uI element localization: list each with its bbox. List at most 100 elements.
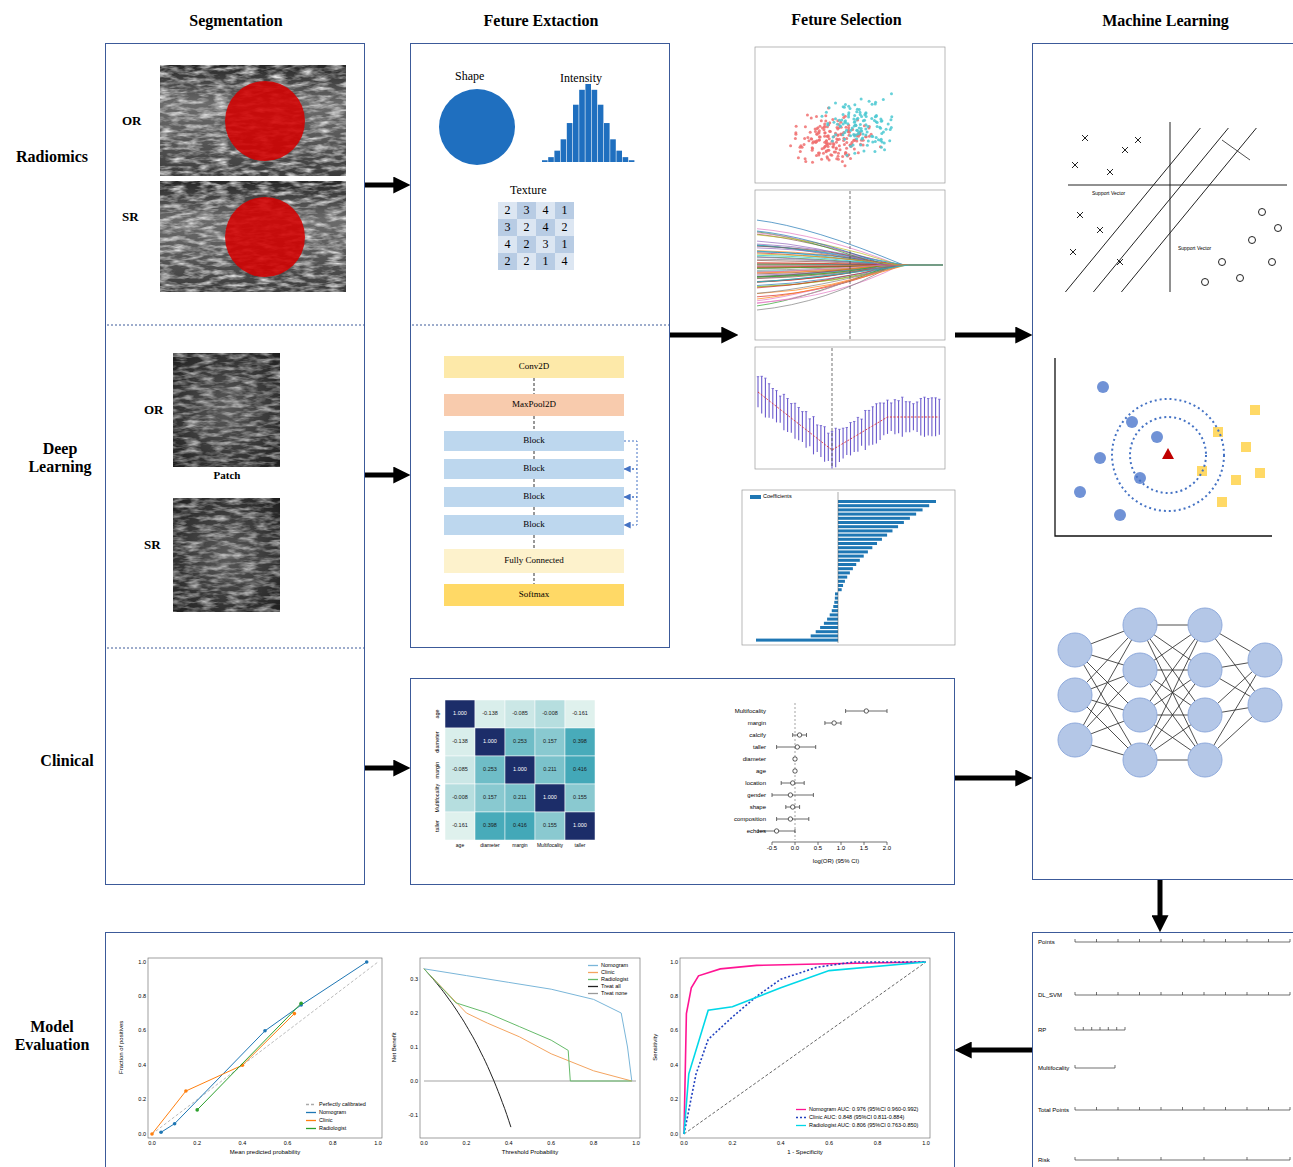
curve-marker (159, 1130, 163, 1134)
scatter-dot (862, 149, 865, 152)
heatmap-cell (505, 812, 535, 840)
coefficient-bar (838, 525, 898, 528)
scatter-dot (879, 145, 882, 148)
tick-label: 0.6 (541, 1140, 561, 1146)
odds-point (791, 781, 795, 785)
heatmap-value: -0.008 (445, 794, 475, 800)
texture-cell (498, 253, 517, 270)
tick-label: 0.6 (819, 1140, 839, 1146)
ci-cap (841, 721, 842, 725)
heatmap-value: 0.416 (565, 766, 595, 772)
scatter-dot (874, 140, 877, 143)
texture-value: 4 (536, 221, 555, 234)
row-heading: Clinical (17, 752, 117, 770)
legend-text: Treat none (601, 990, 627, 996)
scatter-dot (864, 123, 867, 126)
histogram-bar (616, 151, 622, 162)
heatmap-cell (535, 728, 565, 756)
heatmap-cell (535, 784, 565, 812)
scatter-dot (817, 131, 820, 134)
tick-label: 1.0 (626, 1140, 646, 1146)
x-marker (1082, 135, 1088, 141)
coefficient-bar (838, 563, 856, 566)
legend-swatch (750, 495, 761, 499)
margin-line (1093, 128, 1228, 292)
legend-ground (305, 1101, 318, 1109)
error-cap (868, 410, 870, 411)
heatmap-cell (475, 812, 505, 840)
scatter-dot (871, 141, 874, 144)
error-bar (880, 403, 881, 440)
scatter-dot (811, 146, 814, 149)
scatter-dot (847, 111, 850, 114)
coefficient-bar (838, 508, 923, 511)
panel-box: Machine Learning (1032, 43, 1293, 880)
scatter-dot (860, 130, 863, 133)
class-a-point (1134, 472, 1146, 484)
nomogram-roc (684, 962, 926, 1134)
class-a-point (1094, 452, 1106, 464)
x-marker (1077, 212, 1083, 218)
legend-text: Clinic (319, 1117, 332, 1123)
heatmap-cell (475, 756, 505, 784)
histogram-bar (629, 160, 635, 162)
scatter-dot (815, 115, 818, 118)
scatter-dot (823, 125, 826, 128)
cv-mean-curve (758, 392, 939, 450)
image-tag: Patch (197, 469, 257, 481)
chart-frame (742, 490, 955, 645)
scatter-dot (846, 154, 849, 157)
scatter-dot (844, 121, 847, 124)
scatter-dot (857, 151, 860, 154)
error-cap (909, 401, 911, 402)
image-tag: OR (122, 114, 142, 128)
panel-box: Feture ExtactionConv2DMaxPool2DBlockBloc… (410, 43, 670, 648)
heatmap-cell (505, 784, 535, 812)
scatter-dot (852, 139, 855, 142)
coefficient-bar (838, 521, 904, 524)
panel-box: Feture Selection (738, 43, 955, 648)
nomogram-tick (1182, 1107, 1183, 1110)
scatter-dot (804, 160, 807, 163)
heatmap-axis-label: diameter (434, 719, 440, 765)
nomogram-tick (1161, 1107, 1162, 1110)
x-marker (1117, 259, 1123, 265)
texture-cell (498, 202, 517, 219)
nomogram-tick (1118, 992, 1119, 995)
histogram-bar (592, 90, 598, 162)
nomogram-tick (1096, 992, 1097, 995)
panel-box: Segmentation (105, 43, 365, 885)
flow-arrow (1158, 880, 1163, 917)
chance-line (684, 962, 926, 1134)
texture-value: 4 (536, 204, 555, 217)
histogram-bar (548, 157, 554, 162)
error-cap (823, 426, 825, 427)
layer-box: Conv2D (444, 356, 624, 378)
axis-title: Threshold Probability (450, 1149, 610, 1156)
scatter-dot (832, 142, 835, 145)
error-cap (757, 376, 759, 377)
tick-label: 0.6 (661, 1027, 678, 1033)
scatter-dot (825, 142, 828, 145)
ci-cap (799, 805, 800, 809)
scatter-dot (812, 140, 815, 143)
neuron (1123, 743, 1157, 777)
nomogram-tick (1116, 1027, 1117, 1030)
treat-all (424, 969, 511, 1127)
scatter-dot (849, 107, 852, 110)
scatter-dot (804, 157, 807, 160)
nomogram-tick (1268, 1107, 1269, 1110)
tick-label: 0.3 (401, 976, 418, 982)
lambda-line (850, 191, 851, 339)
error-cap (875, 403, 877, 404)
neuron (1058, 723, 1092, 757)
nomogram-variable: DL_SVM (1038, 992, 1062, 999)
curve-marker (150, 1132, 154, 1136)
x-marker (1070, 249, 1076, 255)
nomogram-tick (1091, 1027, 1092, 1030)
scatter-dot (868, 100, 871, 103)
error-cap (805, 411, 807, 412)
legend-sample (796, 1125, 806, 1126)
scatter-dot (794, 137, 797, 140)
